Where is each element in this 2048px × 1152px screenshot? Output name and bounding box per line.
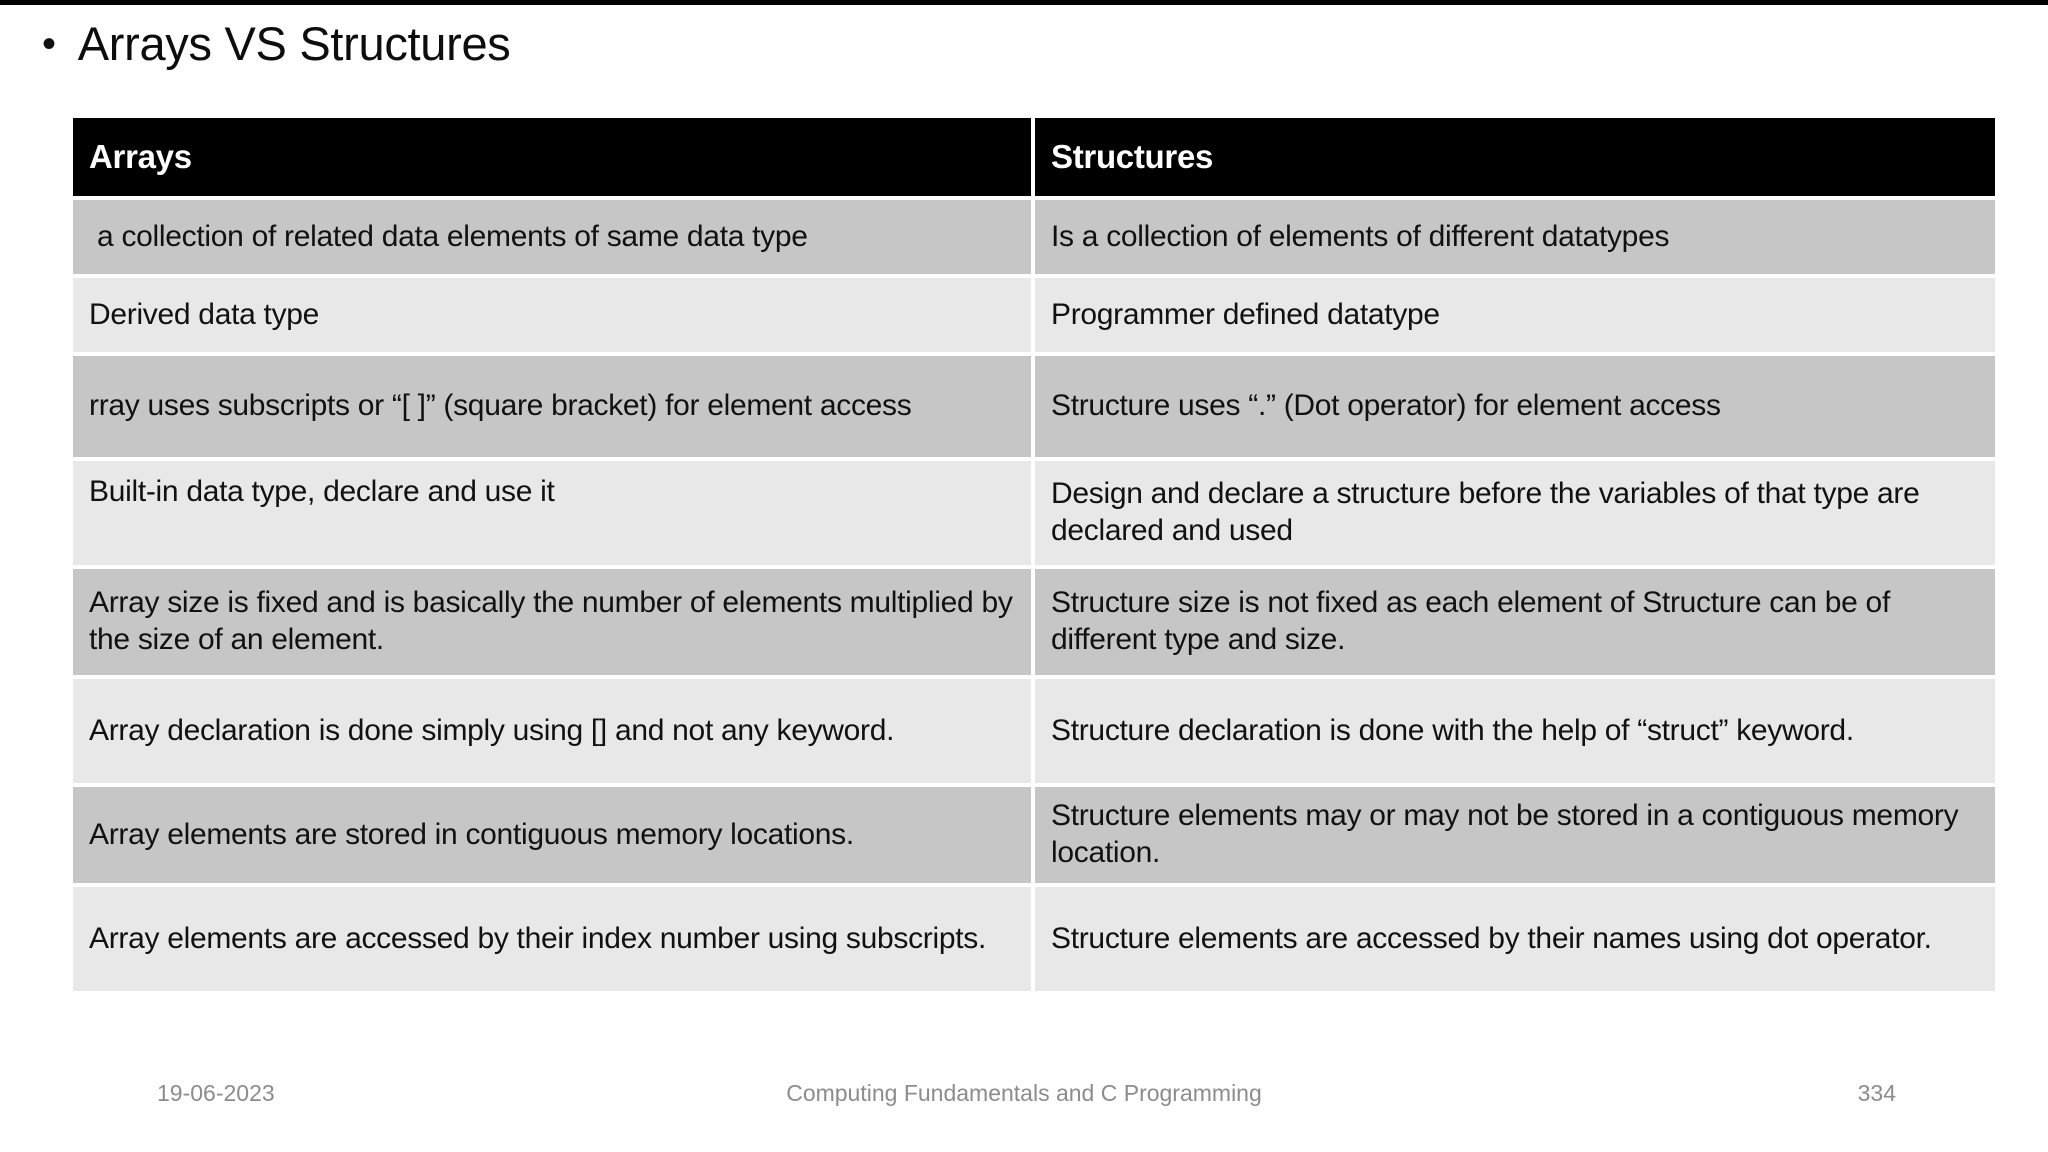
cell-arrays-memory: Array elements are stored in contiguous … bbox=[73, 787, 1031, 883]
cell-text: Programmer defined datatype bbox=[1051, 297, 1440, 331]
header-label-arrays: Arrays bbox=[89, 137, 192, 175]
comparison-table: Arrays Structures a collection of relate… bbox=[73, 118, 1995, 991]
footer-date: 19-06-2023 bbox=[157, 1080, 275, 1106]
cell-text: Structure size is not fixed as each elem… bbox=[1051, 586, 1899, 656]
cell-text: Array declaration is done simply using [… bbox=[89, 713, 895, 747]
cell-arrays-size: Array size is fixed and is basically the… bbox=[73, 569, 1031, 675]
table-header-row: Arrays Structures bbox=[73, 118, 1995, 196]
cell-arrays-builtin: Built-in data type, declare and use it bbox=[73, 461, 1031, 565]
table-row: a collection of related data elements of… bbox=[73, 200, 1995, 274]
table-row: Derived data type Programmer defined dat… bbox=[73, 278, 1995, 352]
cell-text: Structure elements are accessed by their… bbox=[1051, 921, 1932, 955]
cell-structures-access-syntax: Structure uses “.” (Dot operator) for el… bbox=[1035, 356, 1995, 457]
footer-page-number: 334 bbox=[1857, 1080, 1896, 1106]
header-label-structures: Structures bbox=[1051, 137, 1214, 175]
cell-text: Design and declare a structure before th… bbox=[1051, 477, 1928, 547]
cell-text: rray uses subscripts or “[ ]” (square br… bbox=[89, 389, 912, 423]
cell-text: a collection of related data elements of… bbox=[89, 219, 808, 253]
cell-text: Structure uses “.” (Dot operator) for el… bbox=[1051, 389, 1721, 423]
page-title: Arrays VS Structures bbox=[77, 17, 511, 70]
cell-text: Built-in data type, declare and use it bbox=[89, 475, 555, 508]
cell-text: Is a collection of elements of different… bbox=[1051, 219, 1670, 253]
cell-structures-datatype: Programmer defined datatype bbox=[1035, 278, 1995, 352]
table-row: Built-in data type, declare and use it D… bbox=[73, 461, 1995, 565]
cell-structures-definition: Is a collection of elements of different… bbox=[1035, 200, 1995, 274]
cell-structures-design: Design and declare a structure before th… bbox=[1035, 461, 1995, 565]
table-row: Array declaration is done simply using [… bbox=[73, 679, 1995, 783]
cell-structures-size: Structure size is not fixed as each elem… bbox=[1035, 569, 1995, 675]
table-row: Array elements are accessed by their ind… bbox=[73, 887, 1995, 991]
cell-text: Structure declaration is done with the h… bbox=[1051, 713, 1854, 747]
header-cell-arrays: Arrays bbox=[73, 118, 1031, 196]
top-edge-bar bbox=[0, 0, 2048, 5]
cell-arrays-declaration: Array declaration is done simply using [… bbox=[73, 679, 1031, 783]
cell-structures-memory: Structure elements may or may not be sto… bbox=[1035, 787, 1995, 883]
cell-structures-element-access: Structure elements are accessed by their… bbox=[1035, 887, 1995, 991]
cell-text: Array elements are accessed by their ind… bbox=[89, 921, 986, 955]
header-cell-structures: Structures bbox=[1035, 118, 1995, 196]
cell-structures-declaration: Structure declaration is done with the h… bbox=[1035, 679, 1995, 783]
cell-text: Array elements are stored in contiguous … bbox=[89, 817, 854, 851]
table-row: Array size is fixed and is basically the… bbox=[73, 569, 1995, 675]
cell-arrays-datatype: Derived data type bbox=[73, 278, 1031, 352]
footer-course-title: Computing Fundamentals and C Programming bbox=[786, 1080, 1262, 1106]
cell-text: Structure elements may or may not be sto… bbox=[1051, 799, 1967, 869]
cell-arrays-access-syntax: rray uses subscripts or “[ ]” (square br… bbox=[73, 356, 1031, 457]
cell-text: Derived data type bbox=[89, 297, 320, 331]
cell-arrays-element-access: Array elements are accessed by their ind… bbox=[73, 887, 1031, 991]
cell-arrays-definition: a collection of related data elements of… bbox=[73, 200, 1031, 274]
bullet-icon: • bbox=[42, 21, 56, 66]
table-row: Array elements are stored in contiguous … bbox=[73, 787, 1995, 883]
table-row: rray uses subscripts or “[ ]” (square br… bbox=[73, 356, 1995, 457]
cell-text: Array size is fixed and is basically the… bbox=[89, 586, 1021, 656]
slide-title-block: • Arrays VS Structures bbox=[42, 16, 511, 71]
